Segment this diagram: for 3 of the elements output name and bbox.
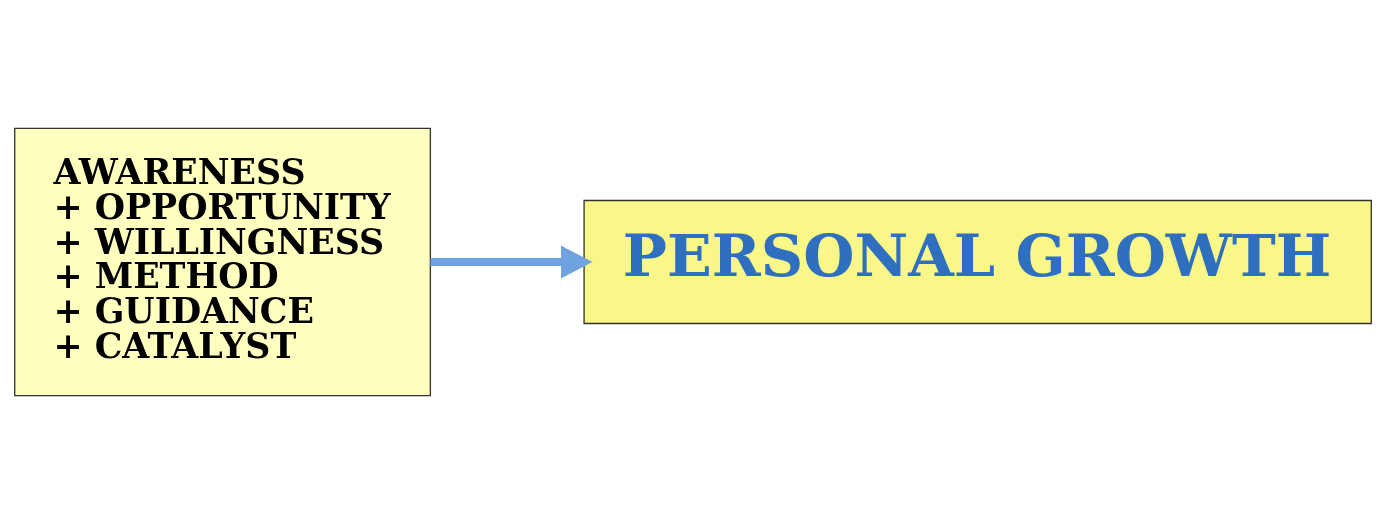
node-box: AWARENESS + OPPORTUNITY + WILLINGNESS + METHOD + GUIDANCE + CATALYST [14, 127, 432, 396]
arrow [430, 245, 593, 278]
node-box: PERSONAL GROWTH [583, 199, 1372, 324]
